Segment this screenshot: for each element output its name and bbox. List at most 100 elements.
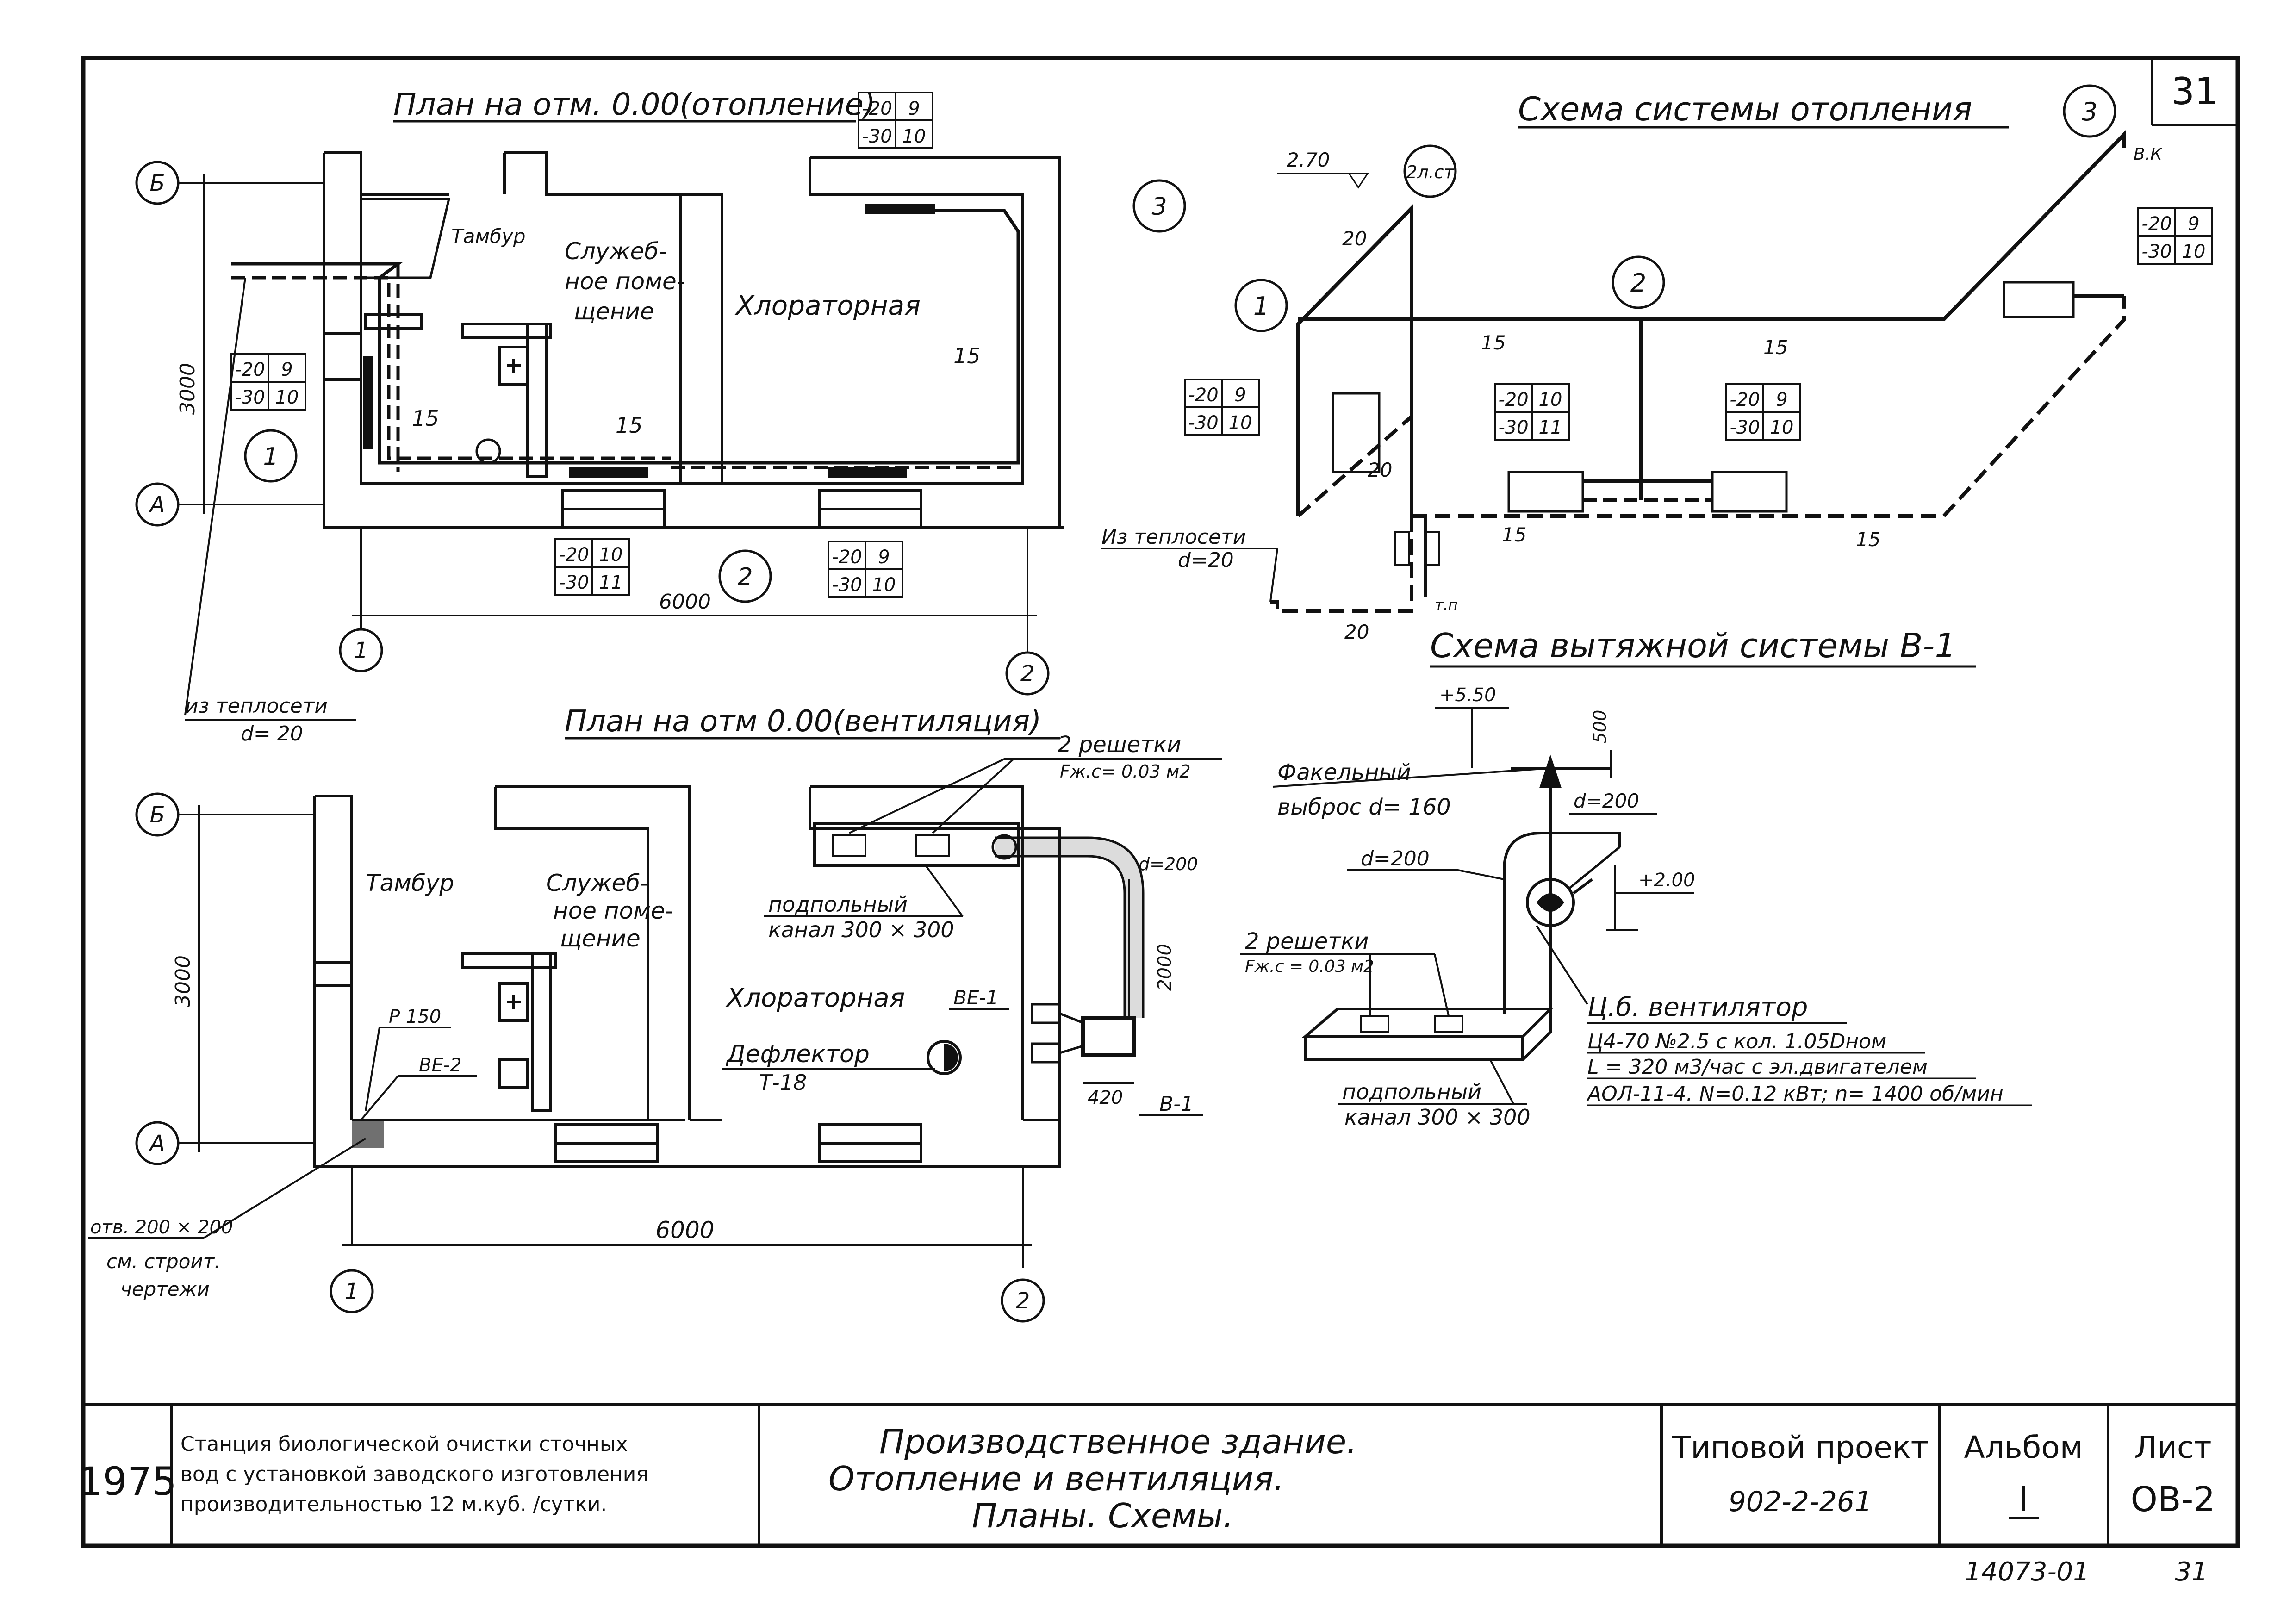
pipe-diameter: 15 [1763,336,1788,359]
heating-plan-walls [323,151,1064,529]
level-mark: +5.50 [1439,684,1496,706]
channel-label: подпольный [768,892,908,917]
opening-ref: чертежи [120,1278,210,1300]
dimension-3000: 3000 [176,363,199,415]
table-cell: 10 [1539,389,1562,411]
table-cell: -20 [2141,213,2172,235]
grates-label: 2 решетки [1245,928,1369,954]
scheme-table-1: -20 9 -30 10 [1184,379,1260,436]
pipe-diameter: 15 [412,406,439,431]
channel-size: канал 300 × 300 [768,917,954,942]
title-name: Производственное здание. [879,1422,1357,1461]
dimension-2000: 2000 [1154,944,1176,991]
table-cell: -20 [559,544,589,566]
room-label-office: Служеб- [546,870,648,896]
table-cell: -30 [862,126,892,147]
room-label-office: Служеб- [565,238,667,265]
table-cell: -20 [235,359,265,380]
axis-label: 1 [345,1279,359,1305]
title-sheet-value: ОВ-2 [2131,1480,2215,1519]
deflector-type: Т-18 [759,1070,807,1095]
pipe-diameter: 15 [953,343,981,368]
room-label-office: щение [560,925,641,952]
air-vent-label: В.К [2134,145,2163,164]
pipe-diameter: 15 [616,413,643,438]
table-cell: 9 [908,98,920,119]
riser-label: 2л.ст [1406,162,1455,182]
title-name: Планы. Схемы. [972,1496,1233,1535]
table-cell: 9 [1776,389,1787,411]
heating-plan-title: План на отм. 0.00(отопление) [393,87,876,122]
grates-label: 2 решетки [1058,732,1181,758]
deflector-label: Дефлектор [726,1040,870,1068]
scheme-callout-2: 2 [1630,268,1646,298]
axis-label: А [149,492,165,518]
axis-label: А [149,1131,165,1157]
table-cell: -20 [1730,389,1760,411]
room-label-chlorine: Хлораторная [734,290,921,321]
scheme-callout-3: 3 [2082,97,2097,126]
table-cell: -20 [862,98,892,119]
table-cell: -30 [235,387,265,408]
table-cell: -20 [832,547,862,568]
title-station: производительностью 12 м.куб. /сутки. [180,1493,607,1516]
axis-label: Б [150,170,165,196]
scheme-table-4: -20 9 -30 10 [2137,207,2213,265]
table-cell: 10 [872,574,896,596]
exhaust-scheme: Схема вытяжной системы В-1 +5.50 500 +2.… [1240,626,2032,1130]
table-cell: -30 [1498,417,1528,438]
table-cell: 10 [1229,412,1252,434]
pipe-diameter: 20 [1344,621,1369,643]
dimension-420: 420 [1088,1087,1123,1108]
scheme-supply-diameter: d=20 [1178,548,1234,572]
pipe-diameter: 15 [1856,528,1880,551]
title-year: 1975 [78,1459,177,1504]
table-cell: 10 [599,544,623,566]
pipe-diameter: 15 [1481,331,1506,354]
title-station: Станция биологической очистки сточных [180,1432,628,1456]
ve2-label: ВЕ-2 [419,1055,462,1076]
duct-diameter: d=200 [1361,847,1430,871]
dimension-6000: 6000 [659,590,711,614]
table-cell: 9 [281,359,292,380]
callout-3: 3 [1151,193,1167,221]
ventilation-plan: План на отм 0.00(вентиляция) [88,704,1222,1323]
table-cell: 10 [275,387,299,408]
table-cell: -30 [2141,241,2172,262]
axis-label: Б [150,802,165,828]
channel-size: канал 300 × 300 [1344,1105,1531,1130]
scheme-callout-1: 1 [1253,292,1269,321]
radiator [828,467,907,478]
heat-meter-label: т.п [1435,596,1458,614]
room-label-tambur: Тамбур [451,225,526,248]
scheme-supply-note: Из теплосети [1101,525,1246,549]
opening-ref: см. строит. [106,1250,221,1273]
scheme-table-3: -20 9 -30 10 [1725,383,1801,441]
channel-label: подпольный [1342,1079,1481,1104]
title-sheet-label: Лист [2134,1430,2211,1465]
title-project-code: 902-2-261 [1729,1486,1873,1518]
title-block: 1975 Станция биологической очистки сточн… [78,1422,2215,1535]
axis-marker [135,1121,180,1165]
heating-scheme: Схема системы отопления 2.70 2л.ст 1 2 [1101,84,2213,643]
table-cell: 11 [1539,417,1562,438]
level-mark: 2.70 [1287,149,1330,171]
v1-label: В-1 [1159,1092,1194,1116]
table-cell: 10 [1770,417,1794,438]
title-album-label: Альбом [1964,1430,2083,1465]
pipe-diameter: 15 [1502,523,1526,546]
grates-area: Fж.с= 0.03 м2 [1060,761,1191,782]
ve1-label: ВЕ-1 [953,986,998,1009]
callout-1: 1 [263,443,278,471]
exhaust-scheme-title: Схема вытяжной системы В-1 [1430,626,1956,665]
sheet-corner-number: 31 [2171,70,2218,113]
axis-marker [330,1269,374,1313]
heating-table-left: -20 9 -30 10 [230,353,306,411]
room-label-tambur: Тамбур [366,870,454,896]
heating-plan-pipes [231,209,1020,472]
room-label-office: ное поме- [565,268,685,295]
scheme-table-2: -20 10 -30 11 [1494,383,1570,441]
table-cell: 10 [2182,241,2206,262]
duct-diameter: d=200 [1574,790,1639,812]
axis-label: 1 [354,638,368,664]
